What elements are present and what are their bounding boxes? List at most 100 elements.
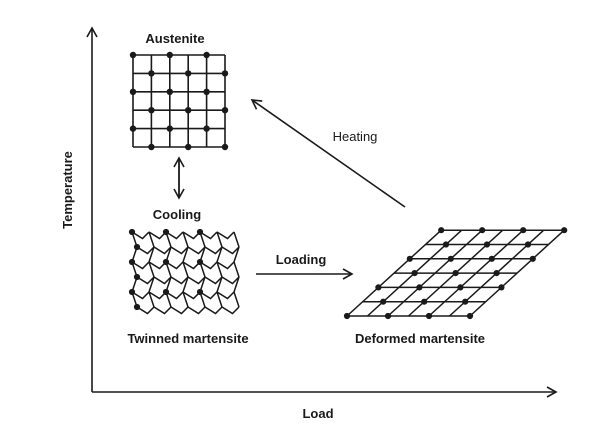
- lattice-atom: [380, 298, 387, 305]
- heating-arrow: [250, 99, 406, 208]
- lattice-atom: [416, 284, 423, 291]
- lattice-atom: [166, 125, 173, 132]
- lattice-bond: [153, 276, 172, 285]
- lattice-atom: [148, 143, 155, 151]
- lattice-bond: [136, 246, 155, 255]
- lattice-bond: [170, 276, 189, 285]
- lattice-atom: [162, 288, 170, 296]
- lattice-bond: [170, 246, 189, 255]
- lattice-atom: [447, 255, 454, 262]
- lattice-bond: [216, 261, 223, 278]
- lattice-atom: [425, 312, 433, 320]
- lattice-atom: [185, 143, 192, 151]
- austenite-lattice: [129, 51, 229, 151]
- lattice-bond: [221, 276, 240, 285]
- cooling-label: Cooling: [153, 207, 201, 222]
- y-axis-label: Temperature: [60, 151, 75, 229]
- lattice-atom: [442, 241, 450, 248]
- lattice-bond: [221, 246, 240, 255]
- lattice-atom: [185, 70, 192, 77]
- lattice-atom: [196, 228, 204, 236]
- lattice-atom: [133, 243, 141, 251]
- lattice-bond: [187, 246, 206, 255]
- lattice-bond: [233, 261, 240, 278]
- lattice-atom: [457, 284, 464, 291]
- lattice-bond: [170, 306, 189, 315]
- x-axis-label: Load: [302, 406, 333, 421]
- lattice-atom: [375, 284, 382, 291]
- lattice-atom: [221, 143, 229, 151]
- lattice-bond: [216, 276, 223, 293]
- deformed-martensite-lattice: [343, 227, 568, 320]
- lattice-atom: [524, 241, 532, 248]
- lattice-atom: [129, 51, 137, 59]
- lattice-bond: [221, 306, 240, 315]
- lattice-atom: [384, 312, 392, 320]
- lattice-atom: [221, 107, 229, 114]
- lattice-bond: [136, 276, 155, 285]
- lattice-atom: [196, 288, 204, 296]
- lattice-bond: [148, 246, 155, 263]
- lattice-bond: [153, 306, 172, 315]
- lattice-bond: [216, 246, 223, 263]
- lattice-bond: [233, 231, 240, 248]
- lattice-bond: [469, 229, 565, 317]
- lattice-bond: [216, 231, 223, 248]
- lattice-atom: [129, 88, 137, 96]
- twinned-martensite-label: Twinned martensite: [127, 331, 248, 346]
- lattice-bond: [165, 291, 184, 300]
- lattice-bond: [187, 306, 206, 315]
- lattice-atom: [203, 88, 210, 96]
- lattice-bond: [233, 276, 240, 293]
- lattice-atom: [462, 298, 469, 305]
- lattice-bond: [204, 276, 223, 285]
- lattice-atom: [520, 227, 527, 234]
- lattice-atom: [148, 70, 155, 77]
- lattice-bond: [131, 291, 150, 300]
- lattice-bond: [428, 229, 524, 317]
- lattice-bond: [148, 231, 155, 248]
- lattice-atom: [203, 125, 210, 132]
- lattice-atom: [452, 270, 459, 277]
- lattice-bond: [187, 276, 206, 285]
- lattice-bond: [216, 291, 223, 308]
- lattice-bond: [233, 246, 240, 263]
- lattice-bond: [387, 229, 483, 317]
- lattice-atom: [133, 273, 141, 281]
- lattice-atom: [166, 88, 173, 96]
- lattice-bond: [148, 261, 155, 278]
- lattice-atom: [493, 270, 500, 277]
- lattice-bond: [204, 306, 223, 315]
- lattice-bond: [182, 291, 189, 308]
- lattice-bond: [233, 291, 240, 308]
- lattice-atom: [162, 258, 170, 266]
- lattice-bond: [131, 231, 150, 240]
- lattice-bond: [153, 246, 172, 255]
- lattice-atom: [483, 241, 491, 248]
- lattice-bond: [182, 231, 189, 248]
- lattice-atom: [129, 125, 137, 132]
- lattice-atom: [185, 107, 192, 114]
- loading-label: Loading: [276, 252, 327, 267]
- deformed-martensite-label: Deformed martensite: [355, 331, 485, 346]
- lattice-atom: [406, 255, 413, 262]
- lattice-atom: [488, 255, 495, 262]
- lattice-atom: [128, 288, 136, 296]
- lattice-bond: [136, 306, 155, 315]
- lattice-atom: [561, 227, 568, 234]
- twinned-martensite-lattice: [128, 228, 240, 315]
- lattice-atom: [203, 51, 210, 59]
- lattice-atom: [466, 312, 474, 320]
- lattice-atom: [128, 228, 136, 236]
- lattice-atom: [221, 70, 229, 77]
- lattice-bond: [165, 261, 184, 270]
- lattice-bond: [199, 231, 218, 240]
- lattice-bond: [182, 276, 189, 293]
- lattice-bond: [199, 291, 218, 300]
- lattice-atom: [162, 228, 170, 236]
- lattice-atom: [128, 258, 136, 266]
- lattice-atom: [498, 284, 505, 291]
- lattice-bond: [204, 246, 223, 255]
- lattice-atom: [133, 303, 141, 311]
